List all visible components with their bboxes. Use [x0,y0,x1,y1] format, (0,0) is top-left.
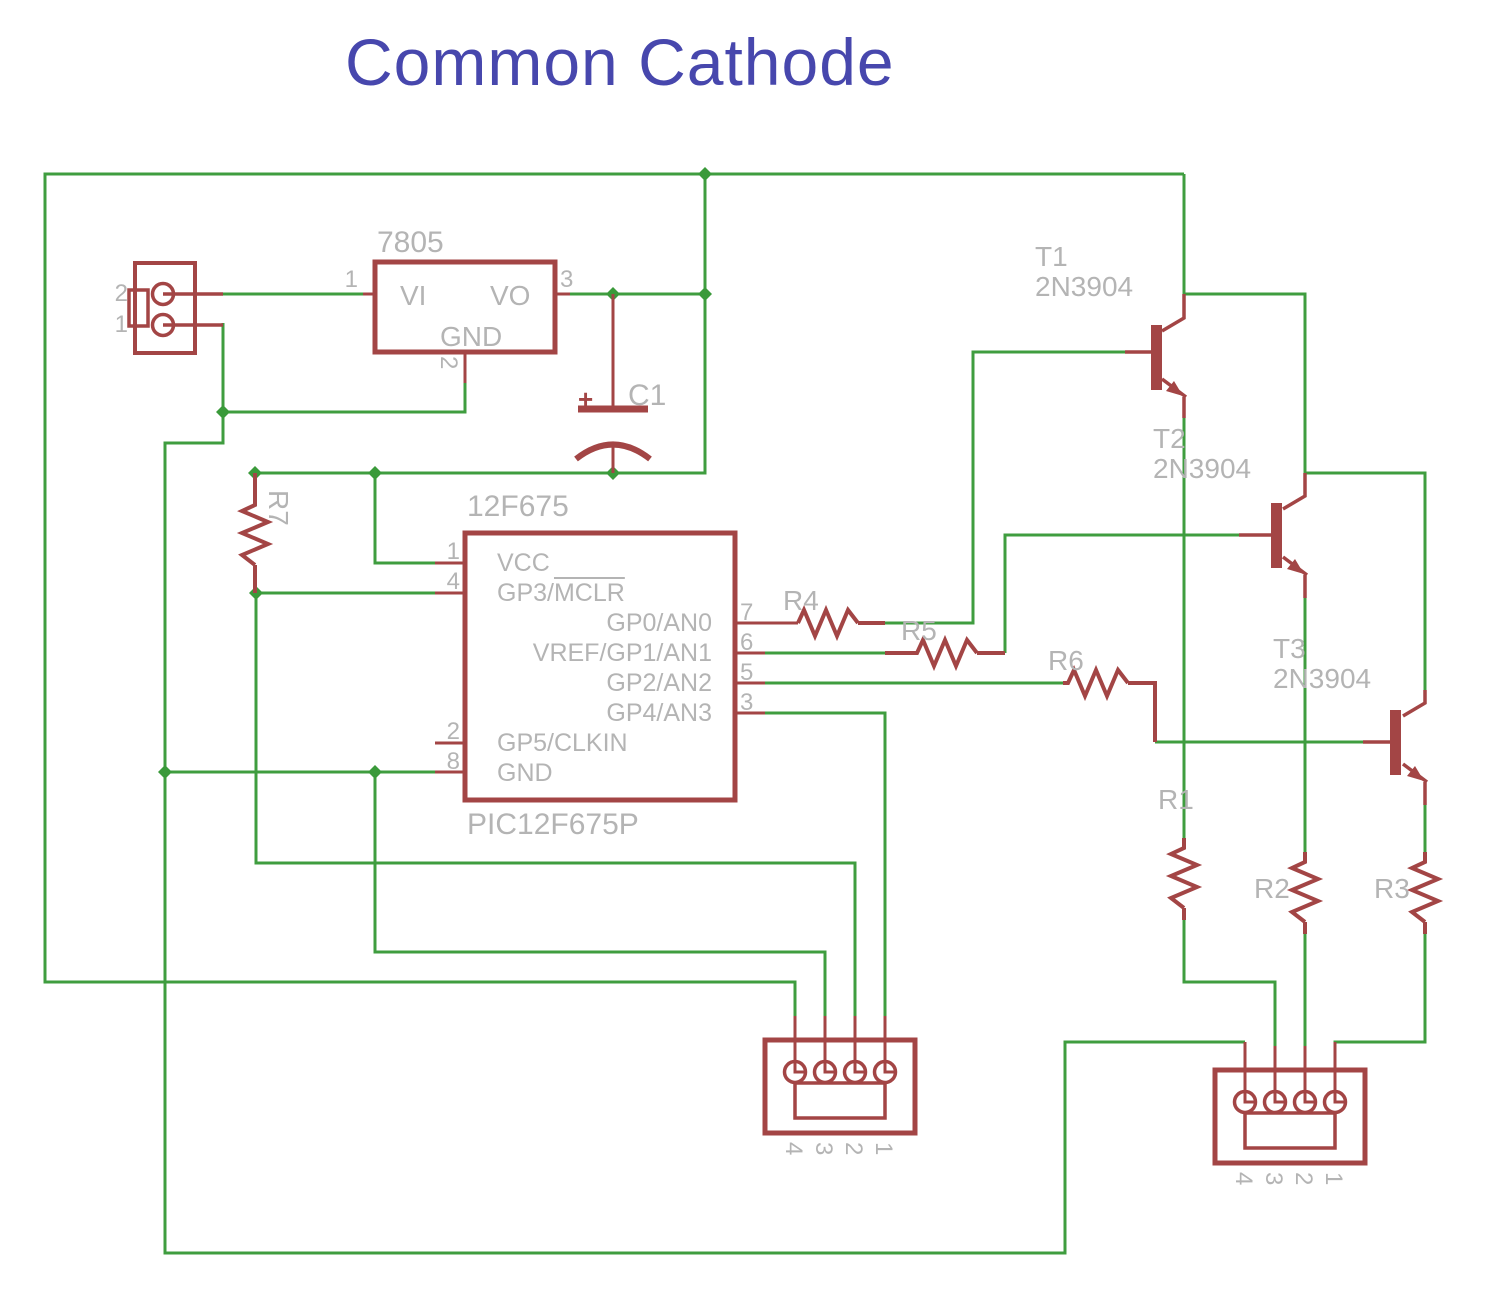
transistor-t1-ref: T1 [1035,241,1068,272]
net-gp0 [885,350,1125,625]
capacitor-plus-sign: + [578,384,594,414]
header-right-pin3-number: 3 [1260,1172,1287,1186]
mcu-pin6-number: 6 [740,629,754,656]
transistor-base-bar [1151,325,1162,390]
mcu-pin7-number: 7 [740,599,754,626]
resistor-r4 [796,604,885,642]
mcu-pin5-number: 5 [740,659,754,686]
input-connector [127,261,223,355]
resistor-r5-label: R5 [901,615,937,646]
junction-dot [368,765,382,779]
wire-nets [43,172,1427,1255]
transistor-t2-part: 2N3904 [1153,453,1252,484]
header-right-pin1-number: 1 [1320,1172,1347,1186]
regulator-gnd-label: GND [440,321,503,352]
resistor-r3-label: R3 [1374,873,1410,904]
resistor-r7 [236,473,274,593]
resistor-r6 [1063,664,1157,742]
capacitor-label: C1 [628,379,667,412]
mcu-pin4-number: 4 [446,568,460,595]
transistor-t1-part: 2N3904 [1035,271,1134,302]
mcu-pin8-number: 8 [446,748,460,775]
resistor-r2-label: R2 [1254,873,1290,904]
mcu-pin-gp1-label: VREF/GP1/AN1 [532,639,712,667]
header-right-pin4-number: 4 [1230,1172,1257,1186]
net-gp2 [765,681,1363,744]
transistor-base-bar [1390,710,1401,775]
net-vcc-branch [373,473,435,565]
transistor-t3-part: 2N3904 [1273,663,1372,694]
header-left-pin1-number: 1 [870,1142,897,1156]
junction-dot [158,765,172,779]
capacitor-c1 [574,294,652,473]
resistor-r1 [1165,838,1203,920]
net-vcc-column [255,174,707,475]
resistor-r2 [1286,852,1324,934]
capacitor-plate-bottom [574,441,652,462]
transistor-t3-ref: T3 [1273,633,1306,664]
input-pin2-number: 2 [114,280,128,307]
mcu-pin-gp5-label: GP5/CLKIN [497,729,628,757]
regulator-pin2-number: 2 [435,356,462,370]
net-gp1 [765,533,1239,655]
junction-dot [216,405,230,419]
header-left-pin3-number: 3 [810,1142,837,1156]
page-title: Common Cathode [345,25,895,99]
emitter-arrow [1287,559,1304,574]
junction-dot [368,466,382,480]
net-mclr [254,591,857,1016]
mcu-pin-gp0-label: GP0/AN0 [606,609,712,637]
transistor-t1 [1125,294,1188,418]
mcu-label: 12F675 [467,490,569,523]
net-collector-rail [1182,174,1427,690]
regulator-pin1-number: 1 [344,266,358,293]
regulator-label: 7805 [377,226,444,259]
mcu-part-label: PIC12F675P [467,808,639,841]
mcu-pin-gp3-label: GP3/MCLR [497,579,625,607]
transistor-base-bar [1271,503,1282,568]
header-left [762,1016,918,1136]
transistor-t3 [1363,690,1429,805]
net-gp4 [765,711,887,1016]
mcu-pins [435,561,798,774]
transistor-t2-ref: T2 [1153,423,1186,454]
net-gnd [163,323,1245,1255]
header-right-pin2-number: 2 [1290,1172,1317,1186]
transistor-t2 [1239,473,1309,598]
regulator-vo-label: VO [490,280,531,311]
junction-dot [698,167,712,181]
resistor-r7-label: R7 [263,490,294,526]
mcu-pin-gp2-label: GP2/AN2 [606,669,712,697]
regulator-pins [363,292,570,383]
header-right [1212,1042,1368,1166]
header-left-pin4-number: 4 [780,1142,807,1156]
resistor-r6-label: R6 [1048,645,1084,676]
emitter-arrow [1407,766,1424,781]
emitter-arrow [1166,381,1183,396]
resistors [236,473,1444,934]
junction-dots [158,167,712,779]
mcu-pin-vcc-label: VCC [497,549,550,577]
regulator-7805 [363,259,570,383]
header-left-pin2-number: 2 [840,1142,867,1156]
mcu-pin-gnd-label: GND [497,759,553,787]
regulator-vi-label: VI [400,280,427,311]
mcu-12f675 [435,530,798,803]
resistor-r1-label: R1 [1158,784,1194,815]
resistor-r4-label: R4 [783,585,819,616]
resistor-r5 [885,634,1005,672]
junction-dot [698,287,712,301]
regulator-pin3-number: 3 [560,266,574,293]
net-emitter3 [1333,805,1427,1046]
mcu-pin-gp4-label: GP4/AN3 [606,699,712,727]
net-emitter1 [1182,418,1277,1046]
resistor-r3 [1406,852,1444,934]
mcu-pin3-number: 3 [740,689,754,716]
connector-key [127,288,150,328]
input-pin1-number: 1 [114,311,128,338]
net-supply-rail [43,172,1184,1016]
mcu-pin2-number: 2 [446,718,460,745]
mcu-pin1-number: 1 [446,538,460,565]
